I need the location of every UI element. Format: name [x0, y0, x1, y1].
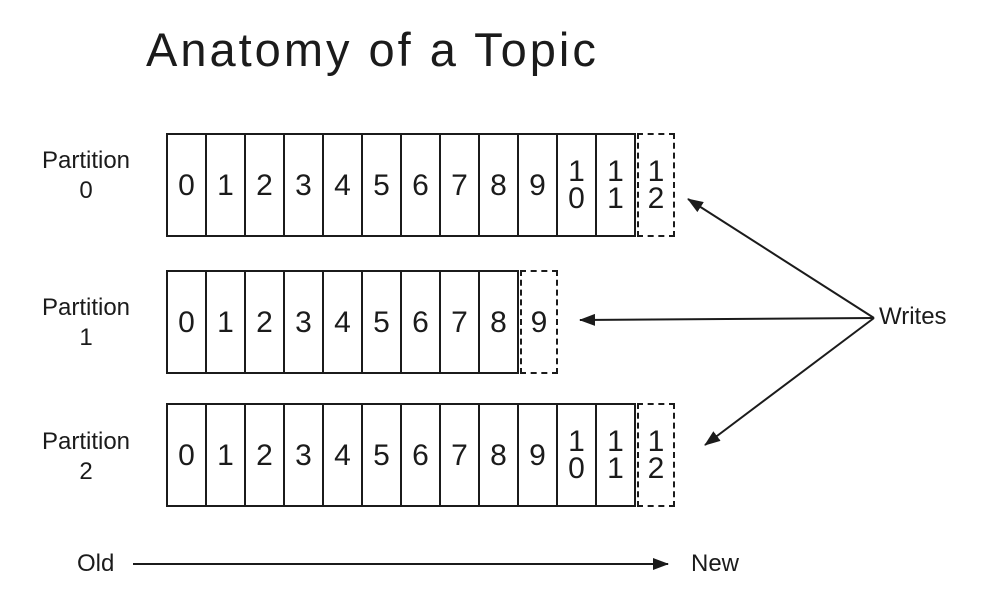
old-label: Old [77, 550, 115, 577]
message-offset-cell: 6 [400, 135, 439, 235]
partition-2-next-offset-cell: 1 2 [637, 403, 675, 507]
message-offset-cell: 1 [205, 272, 244, 372]
message-offset-cell: 1 1 [595, 135, 634, 235]
message-offset-cell: 4 [322, 405, 361, 505]
message-offset-cell: 1 [205, 405, 244, 505]
message-offset-cell: 0 [178, 168, 195, 202]
partition-label-line2: 2 [79, 458, 93, 485]
message-offset-cell: 7 [439, 135, 478, 235]
partition-0-next-offset-cell: 1 2 [637, 133, 675, 237]
partition-0-label: Partition 0 [24, 146, 148, 206]
partition-1-label: Partition 1 [24, 293, 148, 353]
message-offset-cell: 7 [439, 405, 478, 505]
writes-label: Writes [879, 303, 947, 330]
message-offset-cell: 4 [322, 272, 361, 372]
partition-label-line2: 1 [79, 324, 93, 351]
message-offset-cell: 4 [322, 135, 361, 235]
message-offset-cell: 7 [439, 272, 478, 372]
message-offset-cell: 3 [283, 272, 322, 372]
message-offset-cell: 1 0 [556, 135, 595, 235]
write-arrow-partition-0 [687, 198, 875, 319]
partition-label-line1: Partition [41, 428, 131, 455]
message-offset-cell: 5 [361, 135, 400, 235]
message-offset-cell: 1 [205, 135, 244, 235]
message-offset-cell: 9 [517, 135, 556, 235]
message-offset-cell: 2 [244, 405, 283, 505]
message-offset-cell: 0 [178, 438, 195, 472]
message-offset-cell: 8 [478, 405, 517, 505]
message-offset-cell: 3 [283, 135, 322, 235]
message-offset-cell: 0 [178, 305, 195, 339]
write-arrow-partition-1 [579, 313, 875, 326]
partition-label-line2: 0 [79, 177, 93, 204]
message-offset-cell: 2 [244, 135, 283, 235]
message-offset-cell: 8 [478, 272, 517, 372]
message-offset-cell: 2 [244, 272, 283, 372]
message-offset-cell: 5 [361, 405, 400, 505]
message-offset-cell: 1 0 [556, 405, 595, 505]
partition-2-label: Partition 2 [24, 427, 148, 487]
write-arrow-partition-2 [704, 317, 875, 446]
page-title: Anatomy of a Topic [146, 23, 599, 76]
message-offset-cell: 5 [361, 272, 400, 372]
new-label: New [691, 550, 740, 577]
message-offset-cell: 6 [400, 405, 439, 505]
message-offset-cell: 8 [478, 135, 517, 235]
message-offset-cell: 1 1 [595, 405, 634, 505]
message-offset-cell: 9 [517, 405, 556, 505]
message-offset-cell: 3 [283, 405, 322, 505]
partition-label-line1: Partition [41, 147, 131, 174]
message-offset-cell: 6 [400, 272, 439, 372]
partition-label-line1: Partition [41, 294, 131, 321]
partition-1-next-offset-cell: 9 [520, 270, 558, 374]
